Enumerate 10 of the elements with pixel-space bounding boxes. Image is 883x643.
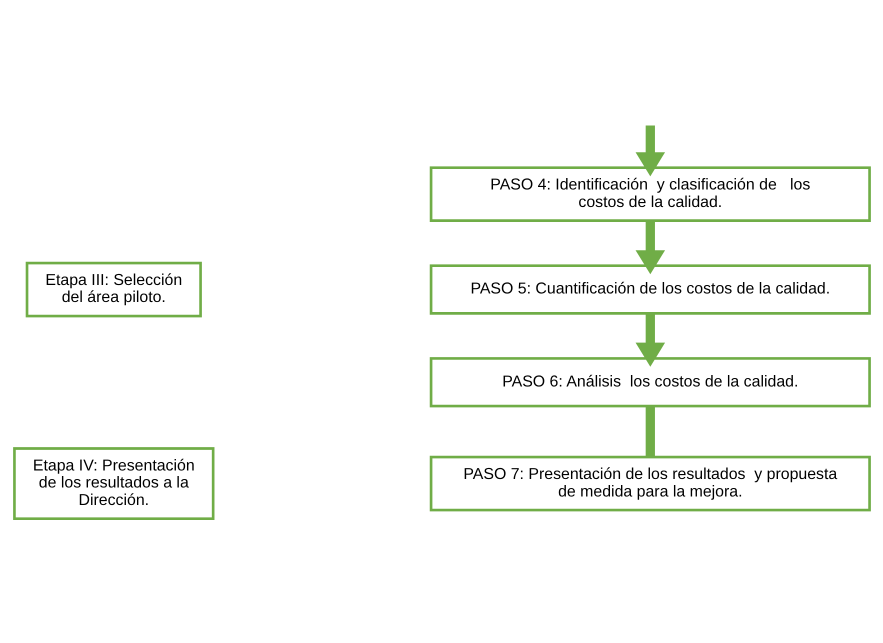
arrow (635, 125, 665, 176)
node-box: Etapa III: Selección del área piloto. (25, 262, 202, 318)
connector (645, 406, 654, 458)
node-box: PASO 5: Cuantificación de los costos de la calidad. (429, 264, 870, 315)
node-box: Etapa IV: Presentación de los resultados a la Dirección. (12, 447, 214, 520)
arrow (635, 314, 665, 367)
node-box: PASO 4: Identificación y clasificación de los costos de la calidad. (429, 166, 870, 222)
node-box: PASO 7: Presentación de los resultados y propuesta de medida para la mejora. (429, 456, 870, 512)
node-box: PASO 6: Análisis los costos de la calidad. (429, 357, 870, 408)
arrow (635, 220, 665, 274)
